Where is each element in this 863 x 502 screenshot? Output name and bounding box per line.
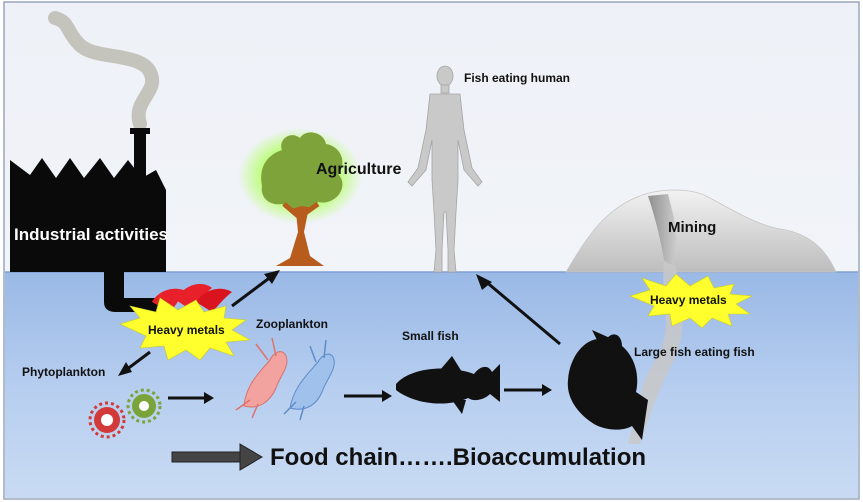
small-fish-icon xyxy=(396,356,500,414)
large-fish-icon xyxy=(567,330,648,440)
factory-smoke xyxy=(48,11,160,131)
label-agriculture: Agriculture xyxy=(316,161,402,178)
human-figure-icon xyxy=(407,65,483,273)
factory-icon xyxy=(10,128,166,312)
phytoplankton-icon xyxy=(88,388,162,439)
footer-arrow-icon xyxy=(171,443,263,471)
zooplankton-icon xyxy=(235,337,335,421)
label-mining: Mining xyxy=(668,219,717,236)
food-chain-arrows xyxy=(118,270,561,404)
label-zooplankton: Zooplankton xyxy=(256,317,328,331)
arrow-to-agriculture xyxy=(231,274,273,308)
effluent-flame-icon xyxy=(152,284,232,312)
label-footer-title: Food chain…….Bioaccumulation xyxy=(270,444,647,471)
heavy-metals-burst-right xyxy=(629,273,754,329)
label-industrial-activities: Industrial activities xyxy=(14,225,168,244)
label-small-fish: Small fish xyxy=(402,329,459,343)
heavy-metals-burst-left xyxy=(119,297,252,361)
agriculture-tree-icon xyxy=(238,128,362,266)
label-phytoplankton: Phytoplankton xyxy=(22,365,106,379)
label-heavy-metals-right: Heavy metals xyxy=(650,293,727,307)
arrow-to-phytoplankton xyxy=(125,350,151,372)
label-heavy-metals-left: Heavy metals xyxy=(148,323,225,337)
label-large-fish: Large fish eating fish xyxy=(634,345,755,359)
label-fish-eating-human: Fish eating human xyxy=(464,71,571,85)
arrow-to-human xyxy=(483,278,561,346)
